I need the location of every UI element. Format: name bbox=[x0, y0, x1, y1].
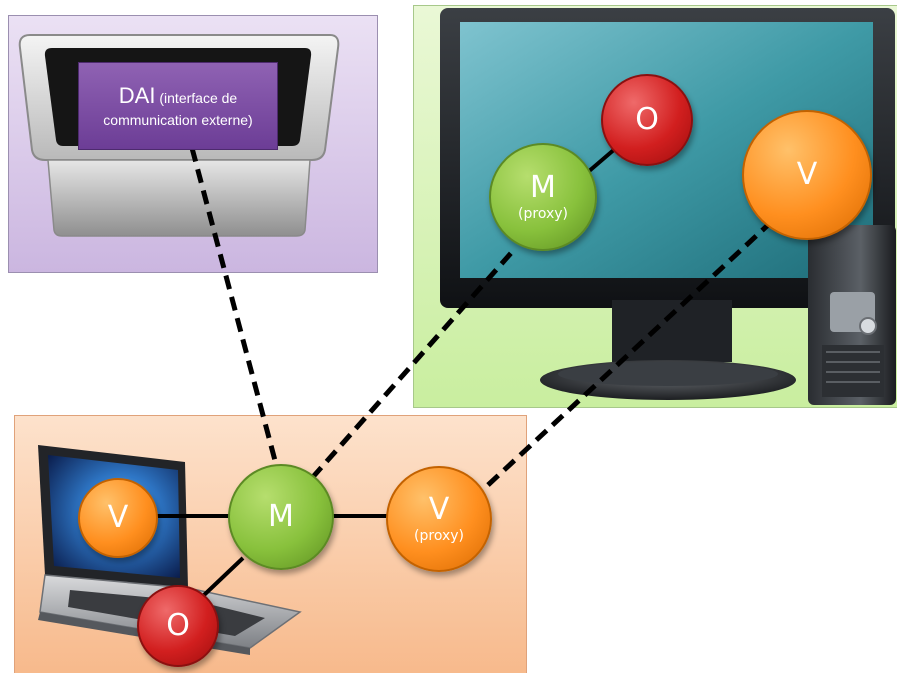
m-to-m-proxy-link bbox=[310, 250, 514, 480]
monitor-m-sub-label: (proxy) bbox=[518, 206, 568, 222]
dai-subtitle-part2: communication externe) bbox=[103, 112, 253, 129]
monitor-v-node: V bbox=[742, 110, 872, 240]
m-to-o-link bbox=[201, 556, 245, 598]
laptop-icon bbox=[38, 445, 302, 655]
monitor-o-label: O bbox=[635, 102, 659, 137]
monitor-m-label: M bbox=[530, 170, 556, 205]
dai-interface-box: DAI (interface de communication externe) bbox=[78, 62, 278, 150]
v-proxy-label: V bbox=[428, 492, 450, 527]
center-m-label: M bbox=[268, 499, 294, 534]
pc-tower-icon bbox=[808, 225, 896, 405]
v-proxy-to-v-link bbox=[486, 223, 770, 487]
v-proxy-sub-label: (proxy) bbox=[414, 528, 464, 544]
laptop-o-node: O bbox=[137, 585, 219, 667]
laptop-v-node: V bbox=[78, 478, 158, 558]
laptop-v-label: V bbox=[107, 500, 129, 535]
solid-connections bbox=[155, 146, 618, 598]
m-proxy-to-o-link bbox=[586, 146, 618, 174]
dai-title: DAI bbox=[118, 82, 156, 108]
dashed-connections bbox=[189, 147, 770, 487]
dai-to-m-link bbox=[189, 147, 280, 469]
v-proxy-node: V (proxy) bbox=[386, 466, 492, 572]
monitor-o-node: O bbox=[601, 74, 693, 166]
monitor-v-label: V bbox=[796, 157, 818, 192]
laptop-o-label: O bbox=[166, 608, 190, 643]
dai-subtitle-part1: (interface de bbox=[159, 89, 238, 106]
center-m-node: M bbox=[228, 464, 334, 570]
monitor-m-proxy-node: M (proxy) bbox=[489, 143, 597, 251]
